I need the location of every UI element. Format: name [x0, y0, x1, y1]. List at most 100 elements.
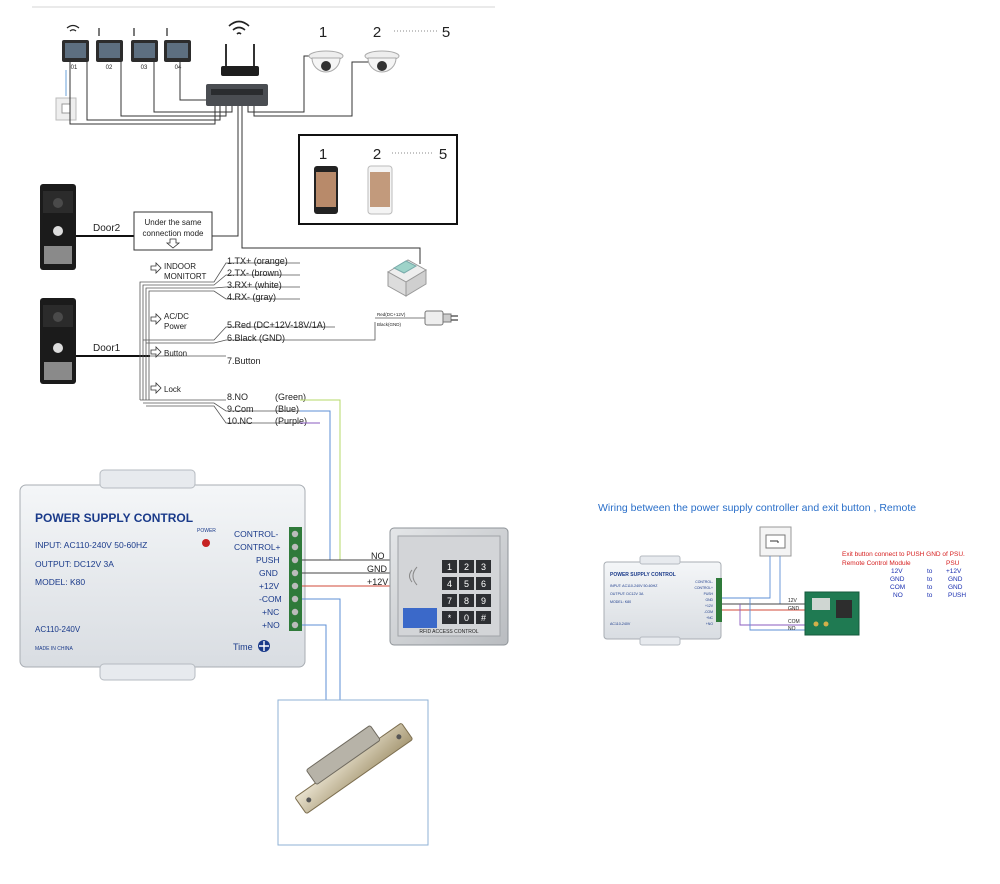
exit-button — [759, 526, 792, 557]
row-0-right: +12V — [946, 568, 962, 575]
monitor-label-01: 01 — [71, 65, 78, 71]
power-supply-unit: POWER SUPPLY CONTROL INPUT: AC110-240V 5… — [19, 469, 306, 681]
wire-tx-plus: 1.TX+ (orange) — [227, 256, 288, 266]
note-line-2: connection mode — [143, 229, 204, 238]
phone-label-1: 1 — [319, 146, 327, 163]
key-2: 2 — [464, 562, 469, 572]
row-2-right: GND — [948, 584, 963, 591]
power-adapter: Red(DC+12V) Black(GND) — [375, 310, 458, 327]
note-box: Under the same connection mode — [133, 211, 213, 251]
psu-time-label: Time — [233, 642, 253, 652]
keypad-wire-gnd: GND — [367, 564, 388, 574]
electric-strike-box — [277, 699, 429, 846]
keypad-caption: RFID ACCESS CONTROL — [419, 629, 478, 635]
arrow-right-icon — [150, 262, 162, 274]
mini-psu-title: POWER SUPPLY CONTROL — [610, 572, 676, 578]
smartphone-2 — [367, 165, 393, 215]
group-button: Button — [164, 349, 187, 358]
mini-wire-no: NO — [788, 626, 796, 632]
table-header-left: Remote Control Module — [842, 560, 911, 567]
key-5: 5 — [464, 579, 469, 589]
phone-label-2: 2 — [373, 146, 381, 163]
wire-black: 6.Black (GND) — [227, 333, 285, 343]
row-1-to: to — [927, 576, 933, 583]
monitor-04: 04 — [164, 28, 191, 71]
door1-station — [40, 298, 76, 384]
arrow-down-icon — [165, 238, 181, 249]
key-star: * — [448, 613, 452, 623]
psu-terminal-0: CONTROL- — [234, 529, 279, 539]
psu-terminal-7: +NO — [262, 620, 280, 630]
wire-red: 5.Red (DC+12V-18V/1A) — [227, 320, 326, 330]
psu-terminal-6: +NC — [262, 607, 279, 617]
key-3: 3 — [481, 562, 486, 572]
monitor-01: 01 — [62, 24, 89, 71]
psu-made: MADE IN CHINA — [35, 646, 73, 652]
arrow-right-icon — [150, 346, 162, 358]
power-led — [202, 539, 210, 547]
monitor-label-03: 03 — [141, 65, 148, 71]
row-2-to: to — [927, 584, 933, 591]
mini-psu-output: OUTPUT: DC12V 3A — [610, 592, 644, 596]
keypad-wire-12v: +12V — [367, 577, 388, 587]
mini-psu-terminal-2: PUSH — [704, 592, 714, 596]
indoor-monitors: 01 02 03 04 — [62, 24, 191, 71]
wire-rx-plus: 3.RX+ (white) — [227, 280, 282, 290]
wire-no: 8.NO — [227, 392, 248, 402]
group-lock: Lock — [164, 385, 182, 394]
mini-psu-terminal-1: CONTROL+ — [694, 586, 713, 590]
key-0: 0 — [464, 613, 469, 623]
door1-harness — [139, 262, 376, 424]
camera-label-1: 1 — [319, 24, 327, 41]
group-indoor-1: INDOOR — [164, 262, 196, 271]
dome-camera-1 — [308, 50, 344, 73]
psu-terminal-3: GND — [259, 568, 278, 578]
group-acdc-2: Power — [164, 322, 187, 331]
door1-label: Door1 — [93, 343, 121, 354]
wire-rx-minus: 4.RX- (gray) — [227, 292, 276, 302]
key-1: 1 — [447, 562, 452, 572]
ip-cameras: 1 2 5 — [308, 24, 450, 73]
row-1-right: GND — [948, 576, 963, 583]
wire-com: 9.Com — [227, 404, 254, 414]
remote-control-module — [804, 591, 860, 636]
network-cabling — [69, 55, 421, 264]
row-0-left: 12V — [891, 568, 903, 575]
phones-box: 1 2 5 — [298, 134, 458, 225]
door2-label: Door2 — [93, 223, 121, 234]
smartphone-1 — [314, 166, 338, 214]
wire-tx-minus: 2.TX- (brown) — [227, 268, 282, 278]
note-exit-button: Exit button connect to PUSH GND of PSU. — [842, 551, 965, 558]
mini-psu-terminal-6: +NC — [706, 616, 713, 620]
door2-station — [40, 184, 76, 270]
psu-model: MODEL: K80 — [35, 577, 85, 587]
psu-terminal-5: -COM — [259, 594, 282, 604]
psu-terminal-2: PUSH — [256, 555, 280, 565]
psu-terminal-1: CONTROL+ — [234, 542, 281, 552]
keypad-keys: 1 2 3 4 5 6 7 8 9 * 0 # — [442, 560, 491, 624]
mini-psu-terminal-4: +12V — [705, 604, 714, 608]
row-2-left: COM — [890, 584, 905, 591]
right-panel-title: Wiring between the power supply controll… — [598, 502, 916, 514]
mini-psu-terminal-3: GND — [705, 598, 713, 602]
adapter-black-label: Black(GND) — [377, 322, 402, 327]
note-line-1: Under the same — [145, 218, 202, 227]
wifi-icon — [228, 20, 250, 35]
monitor-label-02: 02 — [106, 65, 113, 71]
row-3-to: to — [927, 592, 933, 599]
arrow-right-icon — [150, 313, 162, 325]
key-8: 8 — [464, 596, 469, 606]
camera-label-2: 2 — [373, 24, 381, 41]
row-3-left: NO — [893, 592, 903, 599]
rfid-wave-icon — [409, 566, 418, 586]
wire-button: 7.Button — [227, 356, 261, 366]
key-6: 6 — [481, 579, 486, 589]
wire-com-color: (Blue) — [275, 404, 299, 414]
group-labels: INDOOR MONITORT AC/DC Power Button Lock — [150, 262, 206, 394]
mini-wire-com: COM — [788, 619, 800, 625]
psu-ac: AC110-240V — [35, 625, 81, 634]
monitor-label-04: 04 — [175, 65, 182, 71]
mini-psu-ac: AC110-240V — [610, 622, 631, 626]
psu-terminal-block — [289, 527, 302, 631]
